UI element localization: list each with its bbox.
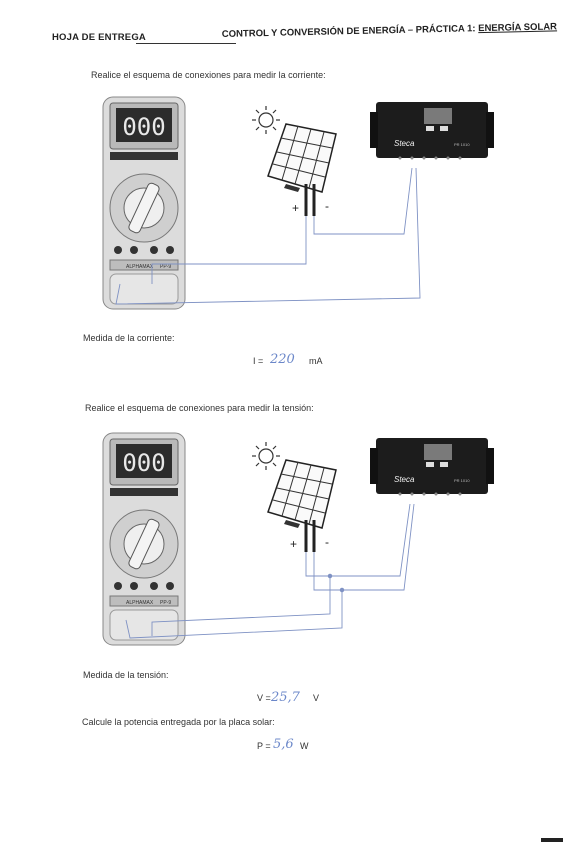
page-header: HOJA DE ENTREGA CONTROL Y CONVERSIÓN DE … — [52, 21, 557, 46]
polarity-minus: - — [325, 535, 329, 549]
current-measure-label: Medida de la corriente: — [83, 333, 175, 343]
polarity-plus: + — [290, 537, 297, 551]
solar-panel — [267, 123, 337, 216]
voltage-symbol: V = — [257, 693, 271, 703]
header-course: CONTROL Y CONVERSIÓN DE ENERGÍA – PRÁCTI… — [221, 23, 479, 40]
controller-model: PR 1010 — [454, 142, 470, 147]
diagram-current: 000 ALPHAMAX PP-9 + - Steca — [102, 96, 494, 310]
polarity-plus: + — [292, 201, 299, 215]
instruction-voltage: Realice el esquema de conexiones para me… — [85, 403, 314, 413]
multimeter: 000 ALPHAMAX PP-9 — [102, 432, 186, 646]
svg-text:000: 000 — [122, 113, 165, 141]
header-left: HOJA DE ENTREGA — [52, 32, 146, 43]
header-topic: ENERGÍA SOLAR — [478, 21, 558, 35]
diagram-voltage: 000 ALPHAMAX PP-9 + - Steca — [102, 432, 494, 646]
polarity-minus: - — [325, 199, 329, 213]
sun-icon — [252, 442, 280, 470]
voltage-measure-label: Medida de la tensión: — [83, 670, 169, 680]
multimeter-brand: ALPHAMAX — [126, 600, 154, 606]
power-symbol: P = — [257, 741, 271, 751]
current-symbol: I = — [253, 356, 264, 366]
voltage-value: 25,7 — [271, 690, 300, 705]
charge-controller: Steca PR 1010 — [370, 438, 494, 496]
multimeter: 000 ALPHAMAX PP-9 — [102, 96, 186, 310]
header-rule — [136, 43, 236, 44]
scan-edge-mark — [541, 838, 563, 842]
power-unit: W — [300, 741, 309, 751]
controller-model: PR 1010 — [454, 478, 470, 483]
wires — [115, 167, 421, 305]
header-right: CONTROL Y CONVERSIÓN DE ENERGÍA – PRÁCTI… — [222, 21, 557, 40]
charge-controller: Steca PR 1010 — [370, 102, 494, 160]
current-value: 220 — [270, 352, 295, 367]
multimeter-model: PP-9 — [160, 264, 171, 270]
controller-brand: Steca — [394, 475, 415, 484]
sun-icon — [252, 106, 280, 134]
svg-text:000: 000 — [122, 449, 165, 477]
multimeter-model: PP-9 — [160, 600, 171, 606]
power-instruction: Calcule la potencia entregada por la pla… — [82, 717, 275, 727]
multimeter-brand: ALPHAMAX — [126, 264, 154, 270]
power-value: 5,6 — [273, 737, 294, 752]
wires — [125, 503, 415, 639]
solar-panel — [267, 459, 337, 552]
current-unit: mA — [309, 356, 323, 366]
instruction-current: Realice el esquema de conexiones para me… — [91, 70, 326, 80]
controller-brand: Steca — [394, 139, 415, 148]
voltage-unit: V — [313, 693, 320, 703]
